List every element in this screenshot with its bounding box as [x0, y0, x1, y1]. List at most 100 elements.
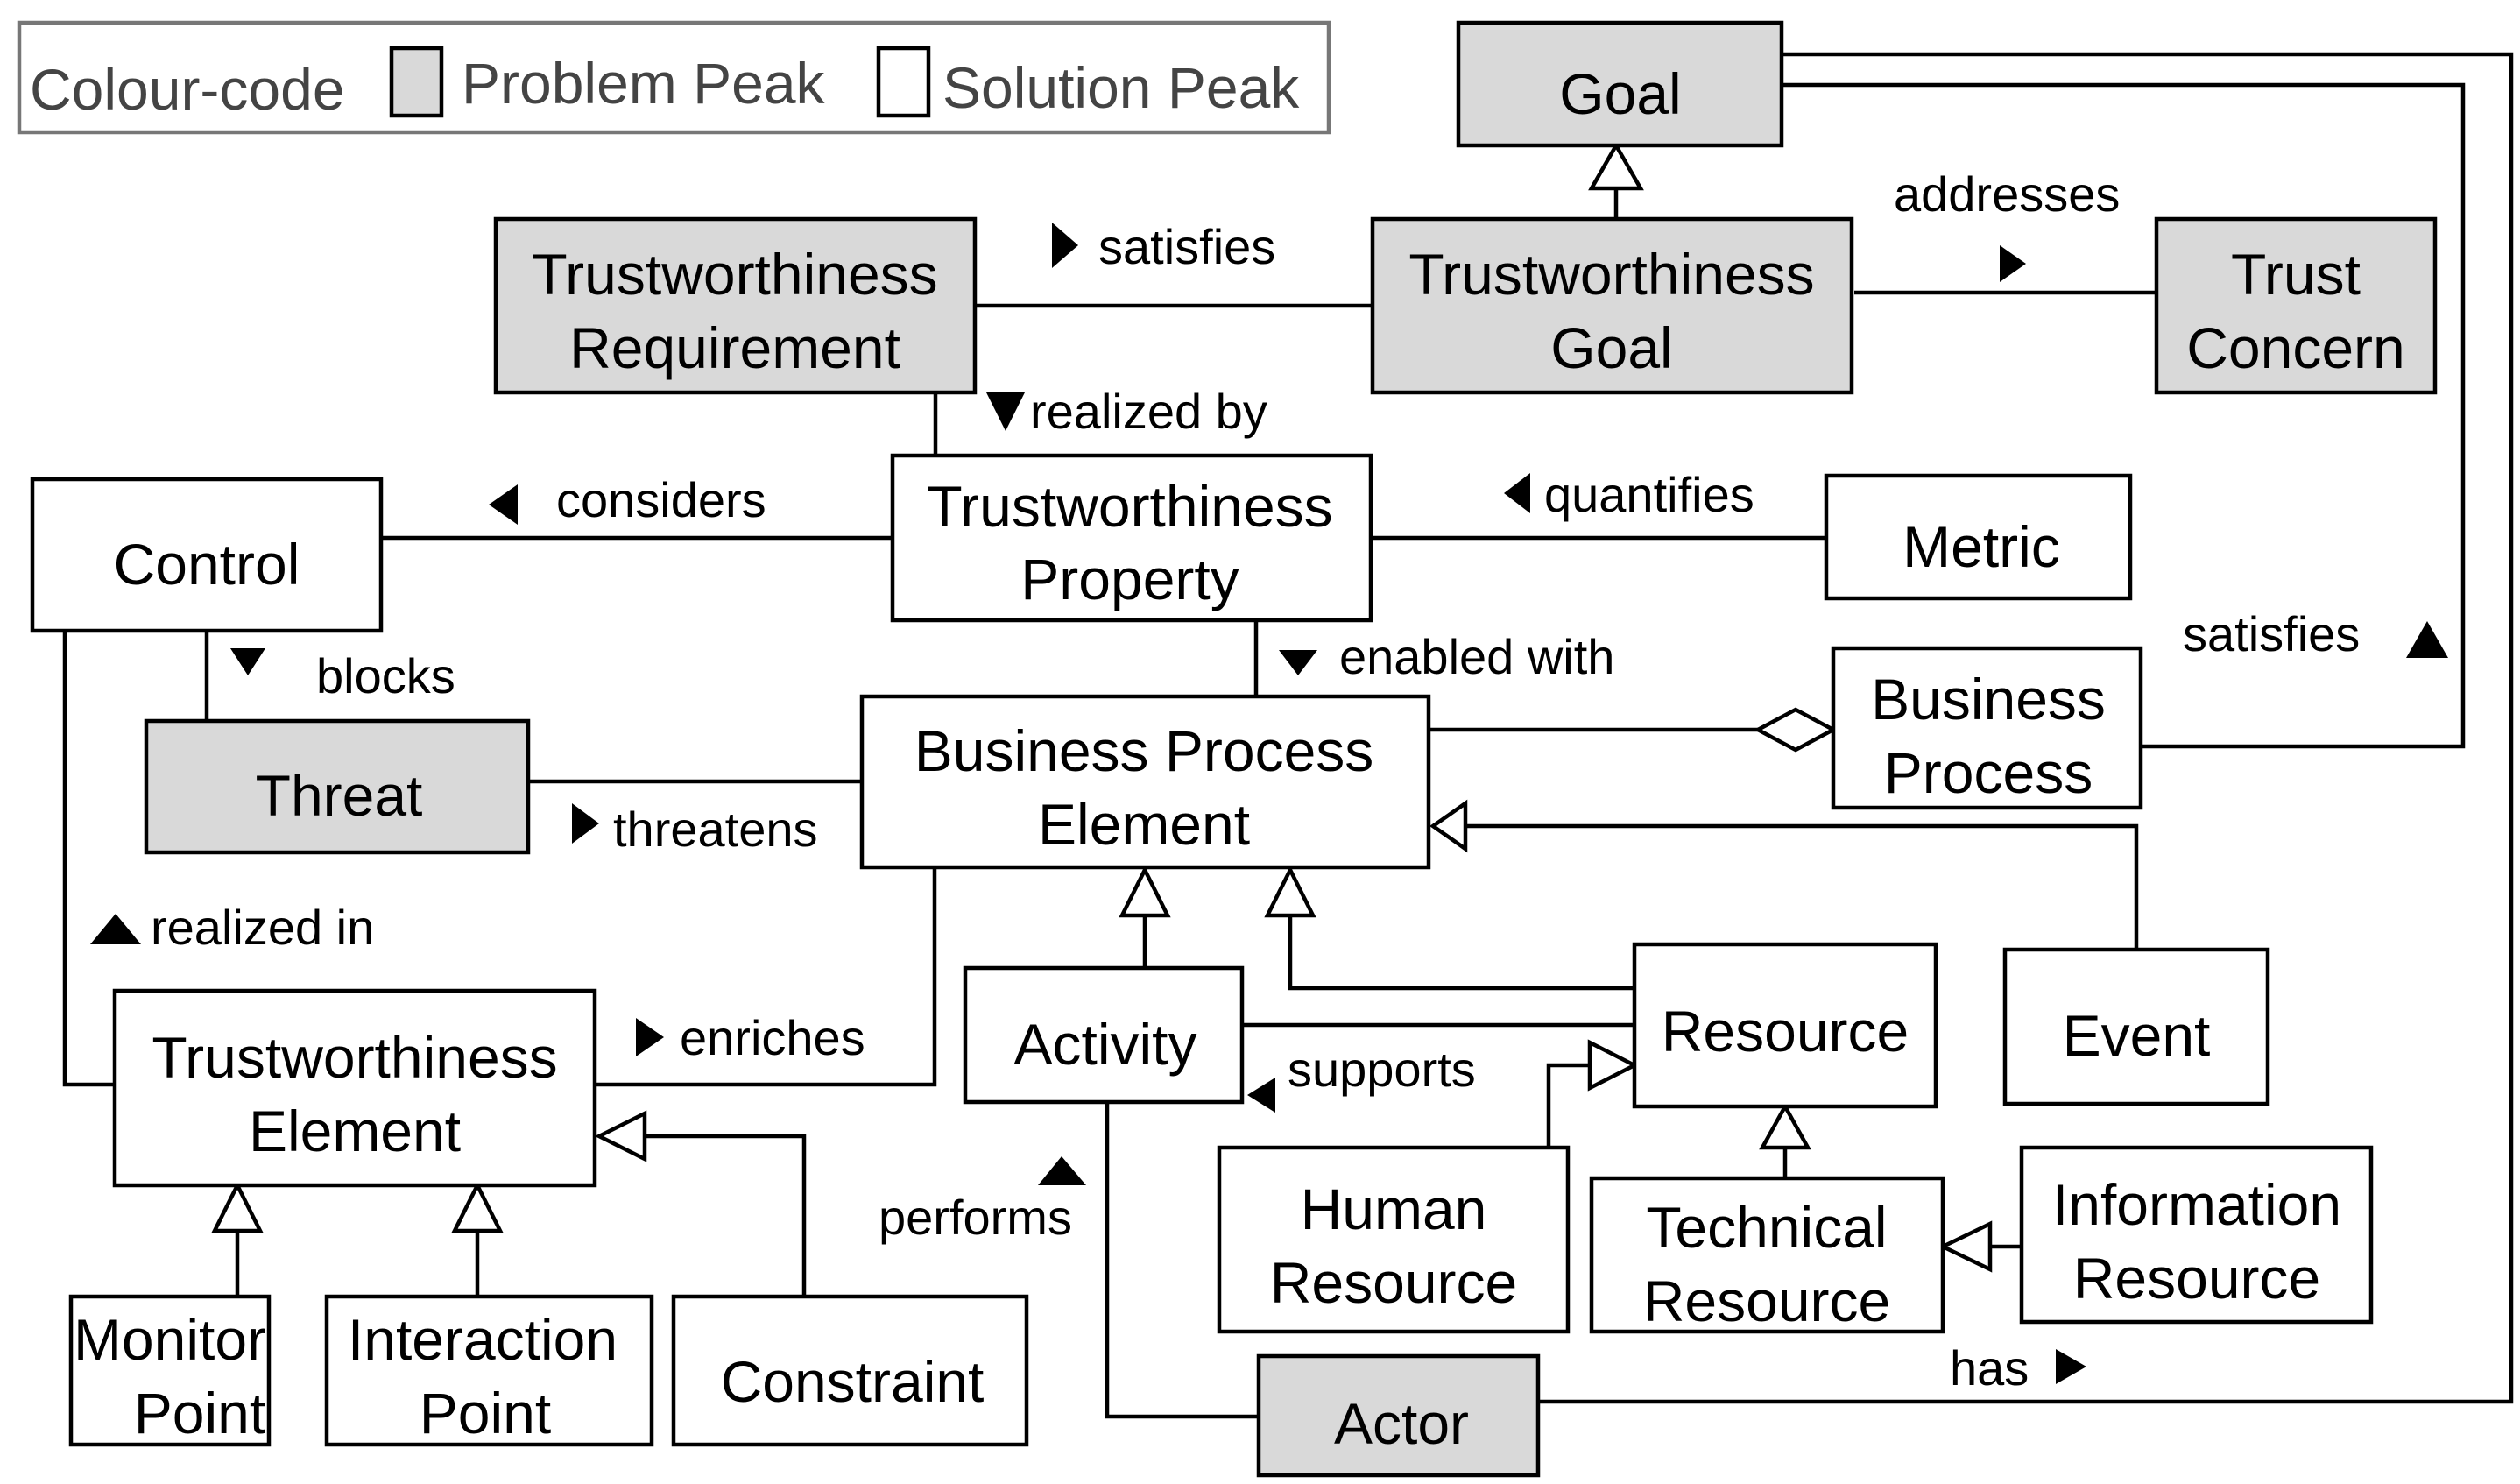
node-resource-label: Resource [1662, 999, 1909, 1064]
legend: Colour-code Problem Peak Solution Peak [17, 20, 1331, 135]
arrow-performs-up [1038, 1156, 1086, 1185]
node-business-process-element-box [859, 694, 1431, 870]
node-control: Control [30, 477, 384, 633]
label-enriches: enriches [680, 1010, 865, 1065]
label-threatens: threatens [613, 802, 818, 857]
node-info-resource-label-2: Resource [2073, 1246, 2320, 1311]
node-trust-goal: Trustworthiness Goal [1370, 216, 1854, 395]
arrow-realized-in-up [90, 914, 141, 944]
node-control-box [30, 477, 384, 633]
node-trust-element-label-2: Element [249, 1099, 461, 1163]
edge-human-to-resource [1546, 1063, 1590, 1148]
node-actor-box [1256, 1353, 1541, 1478]
label-addresses: addresses [1894, 166, 2120, 222]
node-tech-resource-label-1: Technical [1646, 1195, 1887, 1260]
node-goal-label: Goal [1559, 61, 1681, 126]
arrow-satisfies-up [2406, 621, 2448, 658]
node-monitor-point-label-2: Point [134, 1381, 265, 1445]
node-event: Event [2002, 947, 2270, 1106]
label-realized-by: realized by [1030, 384, 1267, 439]
node-threat: Threat [144, 718, 531, 855]
node-tech-resource-label-2: Resource [1643, 1268, 1890, 1333]
node-bpe-label-2: Element [1038, 792, 1250, 857]
edge-constraint-to-trust-elem [645, 1134, 807, 1297]
node-trust-requirement-label-1: Trustworthiness [532, 242, 937, 307]
edge-resource-to-bpe [1288, 915, 1634, 991]
arrow-realized-by-down [986, 392, 1025, 431]
node-monitor-point-label-1: Monitor [74, 1307, 266, 1372]
generalization-triangle-interaction [451, 1180, 504, 1233]
node-threat-box [144, 718, 531, 855]
arrow-addresses-right [2000, 245, 2026, 282]
node-human-resource: Human Resource [1217, 1145, 1571, 1334]
arrow-satisfies-right [1052, 223, 1078, 268]
arrow-has-right [2056, 1349, 2086, 1384]
label-quantifies: quantifies [1544, 467, 1754, 522]
legend-solution-label: Solution Peak [942, 55, 1300, 120]
generalization-triangle-constraint [594, 1110, 647, 1162]
generalization-triangle-monitor [211, 1180, 264, 1233]
node-threat-label: Threat [256, 763, 423, 828]
node-interaction-point-box [324, 1294, 654, 1447]
node-activity-box [963, 965, 1245, 1105]
node-actor: Actor [1256, 1353, 1541, 1478]
edge-enriches [595, 867, 937, 1087]
node-technical-resource: Technical Resource [1589, 1176, 1945, 1334]
node-event-label: Event [2063, 1003, 2211, 1068]
node-goal-box [1456, 20, 1784, 148]
arrow-threatens-right [572, 803, 599, 844]
edge-event-to-bpe [1465, 823, 2139, 950]
node-trust-property-label-1: Trustworthiness [927, 474, 1332, 539]
node-control-label: Control [114, 532, 300, 597]
node-monitor-point-box [68, 1294, 272, 1447]
label-satisfies-right: satisfies [2183, 606, 2360, 661]
node-business-process-box [1831, 646, 2143, 810]
node-business-process-element: Business Process Element [859, 694, 1431, 870]
arrow-considers-left [489, 484, 518, 525]
node-trust-concern-label-1: Trust [2231, 242, 2361, 307]
node-trust-element-box [112, 988, 597, 1188]
node-metric-label: Metric [1902, 514, 2060, 579]
node-technical-resource-box [1589, 1176, 1945, 1334]
node-actor-label: Actor [1334, 1391, 1469, 1456]
node-bp-label-2: Process [1884, 740, 2093, 805]
node-trust-element: Trustworthiness Element [112, 988, 597, 1188]
aggregation-diamond [1754, 707, 1838, 753]
legend-label: Colour-code [30, 57, 345, 122]
node-trust-goal-label-1: Trustworthiness [1408, 242, 1814, 307]
label-satisfies-top: satisfies [1098, 219, 1275, 274]
node-human-resource-label-2: Resource [1270, 1250, 1517, 1315]
node-information-resource-box [2019, 1145, 2374, 1325]
label-realized-in: realized in [151, 900, 374, 955]
node-information-resource: Information Resource [2019, 1145, 2374, 1325]
node-metric-box [1824, 473, 2133, 601]
arrow-enriches-right [636, 1018, 664, 1056]
edges [62, 52, 2514, 1419]
legend-frame [17, 20, 1331, 135]
node-event-box [2002, 947, 2270, 1106]
generalization-triangle-resource [1264, 865, 1316, 918]
node-constraint: Constraint [671, 1294, 1029, 1447]
node-trust-requirement-label-2: Requirement [569, 315, 900, 380]
node-trust-property: Trustworthiness Property [890, 453, 1373, 623]
node-trust-goal-box [1370, 216, 1854, 395]
node-trust-requirement-box [493, 216, 978, 395]
legend-problem-label: Problem Peak [462, 51, 826, 116]
edge-markers [90, 141, 2448, 1384]
node-resource: Resource [1632, 942, 1938, 1109]
node-trust-concern-label-2: Concern [2186, 315, 2404, 380]
label-blocks: blocks [316, 648, 455, 703]
node-business-process: Business Process [1831, 646, 2143, 810]
node-trust-property-label-2: Property [1020, 547, 1239, 611]
node-trust-requirement: Trustworthiness Requirement [493, 216, 978, 395]
node-constraint-box [671, 1294, 1029, 1447]
node-goal: Goal [1456, 20, 1784, 148]
label-supports: supports [1288, 1042, 1476, 1097]
node-activity-label: Activity [1013, 1012, 1196, 1077]
generalization-triangle-goal [1588, 141, 1644, 191]
label-considers: considers [556, 472, 766, 527]
edge-actor-has-goal [1538, 52, 2514, 1404]
node-trust-property-box [890, 453, 1373, 623]
node-bp-label-1: Business [1871, 667, 2106, 731]
node-metric: Metric [1824, 473, 2133, 601]
